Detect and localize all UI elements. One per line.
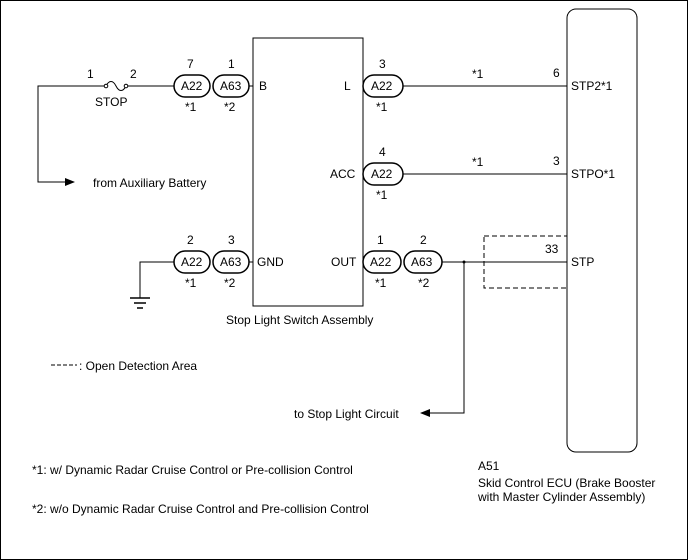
switch-pin-l: L [344,79,351,93]
open-detection-area [483,235,568,289]
connector-b-a22-code: A22 [181,79,203,93]
fuse-terminal-1 [103,83,109,89]
connector-out-a22-code: A22 [370,255,392,269]
connector-acc-a22-code: A22 [371,167,393,181]
connector-gnd-a22-pin: 2 [187,233,194,247]
connector-out-a22 [362,250,402,274]
note-2: *2: w/o Dynamic Radar Cruise Control and… [32,502,369,516]
ecu-pin-stp: 33 [545,242,559,256]
ecu-name-line2: with Master Cylinder Assembly) [477,490,645,504]
connector-acc-a22-note: *1 [376,188,388,202]
connector-gnd-a22-note: *1 [185,276,197,290]
l-wire-note: *1 [472,67,484,81]
fuse-name: STOP [95,95,127,109]
connector-b-a22-note: *1 [185,100,197,114]
connector-b-a63-pin: 1 [228,57,235,71]
connector-l-a22-code: A22 [371,79,393,93]
connector-b-a22 [173,74,211,98]
stop-light-circuit-label: to Stop Light Circuit [294,407,399,421]
connector-out-a63-note: *2 [418,276,430,290]
note-1: *1: w/ Dynamic Radar Cruise Control or P… [32,463,353,477]
connector-gnd-a63-pin: 3 [228,233,235,247]
connector-out-a22-pin: 1 [377,233,384,247]
ground-wire [139,261,174,298]
ecu-terminal-stpo: STPO*1 [571,167,615,181]
connector-gnd-a63-code: A63 [220,255,242,269]
switch-pin-b: B [259,79,267,93]
connector-acc-a22-pin: 4 [379,145,386,159]
connector-l-a22-note: *1 [376,100,388,114]
connector-b-a63-code: A63 [220,79,242,93]
ecu-code: A51 [478,459,500,473]
ecu-pin-stpo: 3 [553,154,560,168]
fuse-pin-1: 1 [87,67,94,81]
switch-pin-gnd: GND [257,255,284,269]
connector-b-a63-note: *2 [224,100,236,114]
out-wire-junction [462,260,466,264]
acc-wire-note: *1 [472,155,484,169]
fuse-terminal-2 [123,83,129,89]
ecu-terminal-stp2: STP2*1 [571,79,613,93]
connector-out-a63-code: A63 [411,255,433,269]
connector-b-a22-pin: 7 [187,57,194,71]
connector-gnd-a22-code: A22 [181,255,203,269]
stop-light-circuit-wire [420,262,465,417]
switch-name: Stop Light Switch Assembly [226,313,373,327]
skid-control-ecu-body [566,8,638,453]
battery-feed-wire [37,85,96,186]
ecu-terminal-stp: STP [571,255,594,269]
ecu-pin-stp2: 6 [553,66,560,80]
connector-out-a63-pin: 2 [420,233,427,247]
connector-out-a22-note: *1 [375,276,387,290]
stop-light-switch-body [252,37,364,307]
switch-pin-out: OUT [331,255,357,269]
battery-label: from Auxiliary Battery [93,176,206,190]
legend-open-detection: : Open Detection Area [79,359,197,373]
ecu-name-line1: Skid Control ECU (Brake Booster [478,476,655,490]
connector-gnd-a63-note: *2 [224,276,236,290]
fuse-pin-2: 2 [130,67,137,81]
connector-l-a22-pin: 3 [379,57,386,71]
fuse-element [105,81,127,91]
connector-gnd-a22 [173,250,211,274]
switch-pin-acc: ACC [330,167,356,181]
